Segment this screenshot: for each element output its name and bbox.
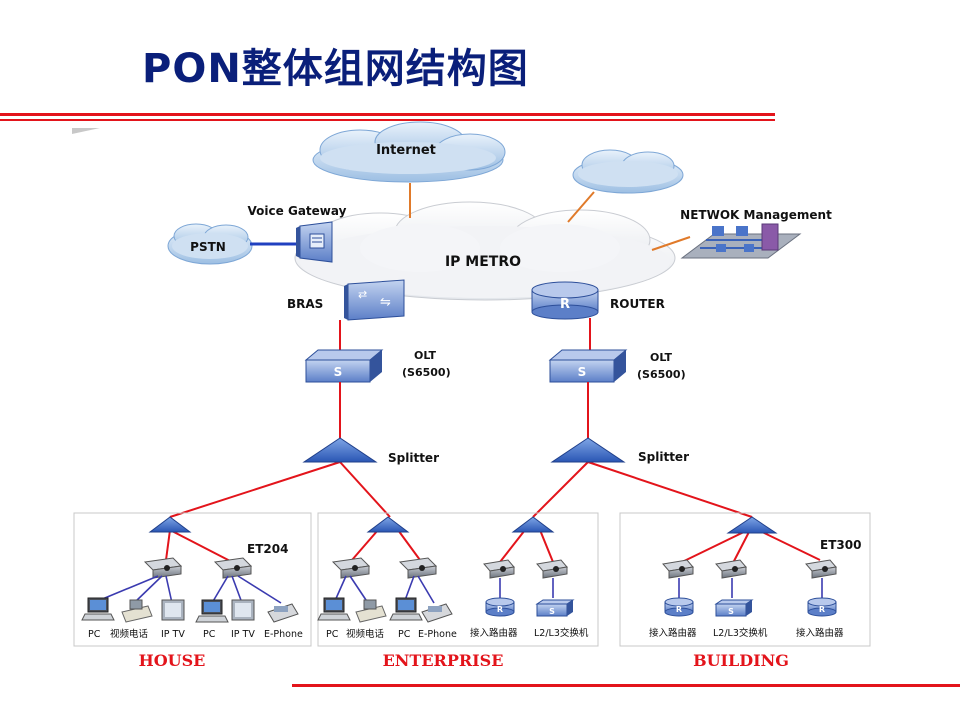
svg-text:S: S	[549, 607, 555, 616]
footer-rule	[292, 684, 960, 687]
ip-metro-label: IP METRO	[445, 254, 521, 270]
l2-l3-switch-icons: S S	[535, 599, 754, 617]
voice-gateway-icon	[296, 221, 333, 263]
enterprise-device-label: L2/L3交换机	[534, 627, 589, 639]
splitter-left-icon	[302, 437, 378, 463]
svg-text:R: R	[497, 605, 503, 614]
et300-label: ET300	[820, 538, 861, 552]
olt-right-icon: S	[548, 349, 628, 383]
svg-text:S: S	[578, 365, 587, 379]
olt-right-name: OLT	[650, 351, 673, 364]
management-cloud	[572, 149, 684, 194]
house-device-label: PC	[203, 629, 216, 640]
olt-left-model: (S6500)	[402, 366, 451, 379]
building-device-label: L2/L3交换机	[713, 627, 768, 639]
slide-title: PON整体组网结构图	[142, 46, 529, 92]
olt-right-model: (S6500)	[637, 368, 686, 381]
device-labels: PC 视频电话 IP TV PC IP TV E-Phone PC 视频电话 P…	[88, 627, 844, 640]
splitter-right-icon	[550, 437, 626, 463]
svg-text:R: R	[676, 605, 682, 614]
building-device-label: 接入路由器	[649, 627, 697, 639]
lan-lines	[99, 575, 823, 604]
house-device-label: E-Phone	[264, 629, 303, 640]
olt-left-icon: S	[304, 349, 384, 383]
house-device-label: IP TV	[231, 629, 255, 640]
pstn-label: PSTN	[190, 240, 226, 254]
olt-left-name: OLT	[414, 349, 437, 362]
internet-label: Internet	[376, 143, 436, 158]
svg-text:R: R	[819, 605, 825, 614]
title-rule-top	[0, 113, 775, 116]
ont-icons	[143, 557, 837, 579]
svg-text:⇄: ⇄	[358, 288, 367, 301]
svg-text:S: S	[334, 365, 343, 379]
bras-label: BRAS	[287, 297, 323, 311]
enterprise-device-label: PC	[398, 629, 411, 640]
et204-label: ET204	[247, 542, 288, 556]
end-device-icons	[81, 597, 453, 623]
splitter-left-label: Splitter	[388, 451, 439, 465]
enterprise-splitter-icon	[366, 516, 410, 533]
bras-icon: ⇄ ⇋	[344, 279, 405, 321]
house-box	[73, 512, 312, 647]
ip-metro-cloud	[294, 201, 676, 301]
access-router-icons: R R R	[485, 597, 837, 617]
house-splitter-icon	[148, 516, 192, 533]
svg-text:⇋: ⇋	[380, 295, 391, 310]
enterprise-box	[317, 512, 599, 647]
enterprise-splitter-2-icon	[511, 516, 555, 533]
svg-text:S: S	[728, 607, 734, 616]
enterprise-device-label: 视频电话	[346, 628, 385, 640]
internet-cloud	[312, 121, 506, 183]
enterprise-device-label: 接入路由器	[470, 627, 518, 639]
house-device-label: IP TV	[161, 629, 185, 640]
network-management-label: NETWOK Management	[680, 208, 832, 222]
splitter-right-label: Splitter	[638, 450, 689, 464]
title-rule-bottom	[0, 119, 775, 121]
building-box	[619, 512, 871, 647]
router-label: ROUTER	[610, 297, 665, 311]
section-house: HOUSE	[139, 651, 206, 670]
building-splitter-icon	[726, 516, 778, 534]
house-device-label: 视频电话	[110, 628, 149, 640]
enterprise-device-label: PC	[326, 629, 339, 640]
pstn-cloud	[167, 223, 253, 265]
fiber-lines	[165, 382, 821, 564]
section-building: BUILDING	[693, 651, 789, 670]
building-device-label: 接入路由器	[796, 627, 844, 639]
section-enterprise: ENTERPRISE	[383, 651, 504, 670]
svg-text:R: R	[560, 297, 570, 312]
enterprise-device-label: E-Phone	[418, 629, 457, 640]
voice-gateway-label: Voice Gateway	[248, 204, 347, 218]
corner-accent	[72, 128, 100, 134]
uplink-lines	[409, 183, 691, 251]
router-icon: R	[531, 281, 599, 320]
house-device-label: PC	[88, 629, 101, 640]
network-management-icon	[680, 223, 802, 259]
